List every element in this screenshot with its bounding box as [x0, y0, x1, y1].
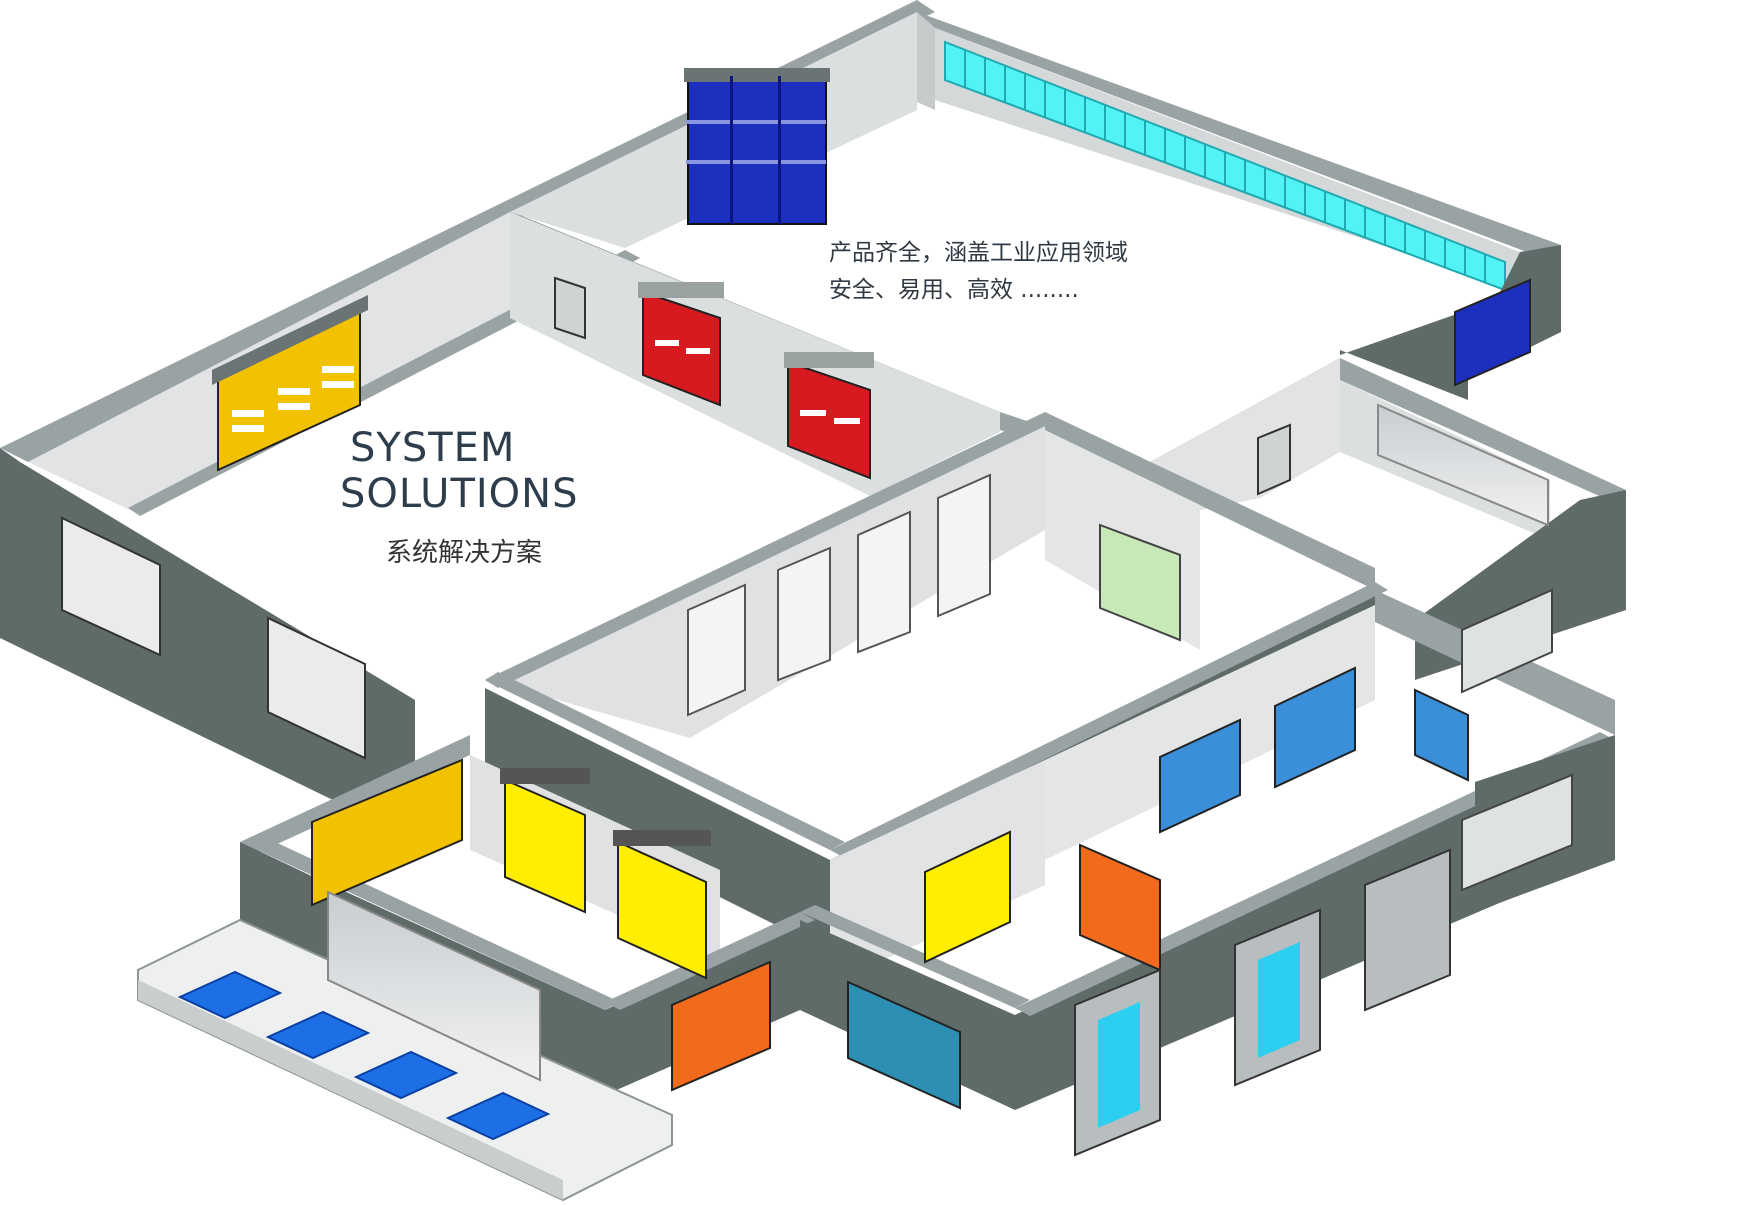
- center-room-front-wall: [485, 688, 830, 952]
- center-right-front-cap: [830, 582, 1388, 858]
- headline-cn: 系统解决方案: [386, 538, 543, 568]
- bright-yellow-door: [500, 768, 590, 914]
- yellow-striped-door: [924, 830, 1011, 964]
- personnel-door: [1257, 423, 1291, 496]
- dock-levelers: [177, 970, 551, 1141]
- headline-en-line2: SOLUTIONS: [340, 471, 579, 517]
- red-high-speed-door: [784, 352, 874, 480]
- dock-leveler: [265, 1010, 371, 1060]
- right-room1-side-wall: [1340, 358, 1626, 508]
- light-blue-high-speed-door: [1159, 718, 1241, 834]
- bottom-right-room-back: [1045, 605, 1375, 860]
- yellow-folding-door: [311, 758, 463, 907]
- sectional-door: [1461, 773, 1573, 892]
- glass-panel-door: [857, 510, 911, 654]
- teal-sectional-door: [847, 980, 961, 1110]
- dock-shelter: [1234, 908, 1321, 1087]
- right-room1-back-wall: [1150, 358, 1340, 520]
- bottom-left-room-outer-wall: [240, 735, 470, 852]
- bottom-left-room-left-wall: [240, 842, 320, 960]
- glass-panel-door: [937, 473, 991, 618]
- center-room-front-cap: [485, 672, 845, 850]
- slogan-line2: 安全、易用、高效 ........: [829, 277, 1079, 303]
- light-blue-door: [1414, 688, 1469, 782]
- bottom-right-front-cap: [1015, 732, 1615, 1016]
- rolling-shutter: [327, 890, 541, 1082]
- bottom-left-right-cap: [605, 912, 815, 1010]
- headline-en-line1: SYSTEM: [350, 425, 516, 471]
- slogan: 产品齐全，涵盖工业应用领域 安全、易用、高效 ........: [829, 235, 1128, 309]
- upper-right-inner-wall: [917, 12, 935, 110]
- red-high-speed-door: [638, 282, 724, 407]
- bottom-center-front-cap: [800, 905, 1030, 1008]
- center-room-back-wall: [488, 412, 1045, 738]
- skylight-dividers: [944, 42, 1506, 290]
- upper-right-front-wall: [1340, 310, 1468, 400]
- left-hall-right-partition: [510, 212, 1000, 496]
- upper-right-back-wall: [917, 12, 1561, 265]
- blue-high-speed-door: [684, 68, 830, 225]
- center-room-right-wall: [1045, 412, 1375, 590]
- orange-sectional-door: [671, 960, 771, 1092]
- rolling-shutter: [1377, 403, 1549, 527]
- sectional-door: [1461, 588, 1553, 694]
- loading-platform-edge: [138, 980, 563, 1200]
- yellow-folding-door: [212, 295, 368, 472]
- light-blue-high-speed-door: [1274, 666, 1356, 789]
- dock-leveler: [177, 970, 283, 1020]
- dock-shelter: [1074, 968, 1161, 1157]
- headline-en: SYSTEM SOLUTIONS: [340, 425, 578, 517]
- personnel-door: [554, 276, 586, 340]
- sliding-door: [267, 616, 366, 760]
- glass-panel-door: [777, 546, 831, 682]
- dock-leveler: [445, 1091, 551, 1141]
- green-door: [1099, 523, 1181, 642]
- slogan-line1: 产品齐全，涵盖工业应用领域: [829, 240, 1128, 266]
- center-room-top-cap: [485, 412, 1058, 688]
- dock-leveler: [353, 1050, 459, 1100]
- sliding-door: [61, 516, 161, 657]
- blue-high-speed-door: [1454, 278, 1531, 387]
- glass-panel-door: [687, 583, 746, 717]
- dock-shelter: [1364, 848, 1451, 1012]
- bright-yellow-door: [613, 830, 711, 980]
